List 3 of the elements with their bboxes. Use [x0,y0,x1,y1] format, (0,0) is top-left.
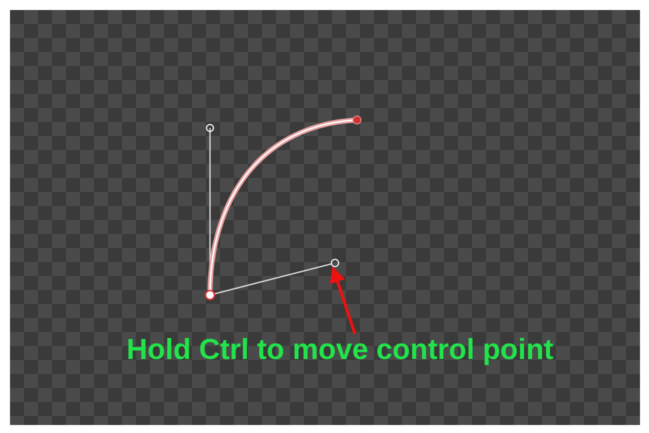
arrow [330,266,356,334]
instruction-text: Hold Ctrl to move control point [126,334,554,366]
control-point-handle [330,258,340,268]
